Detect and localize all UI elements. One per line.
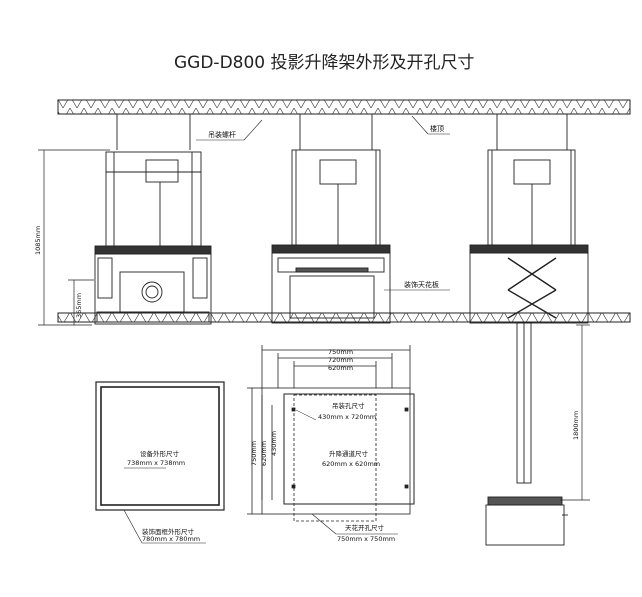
hanging-rod-label: 吊装螺杆 — [208, 130, 236, 139]
hang-hole-title: 吊装孔尺寸 — [332, 401, 365, 410]
ceiling-hole-title: 天花开孔尺寸 — [345, 523, 385, 532]
width-750-label: 750mm — [328, 348, 353, 356]
ceiling-hole-size: 750mm x 750mm — [337, 535, 395, 543]
lifter-unit-collapsed — [94, 114, 212, 325]
lifter-unit-middle — [271, 114, 391, 324]
lifter-unit-extended — [469, 114, 589, 546]
lift-height-label: 1800mm — [572, 411, 580, 440]
frame-title: 装饰面框外形尺寸 — [142, 527, 195, 536]
roof-beam — [57, 99, 631, 115]
device-outer-title: 设备外形尺寸 — [140, 449, 180, 458]
lift-dimension — [560, 324, 590, 501]
height-620-label: 620mm — [260, 441, 268, 466]
lift-channel-title: 升降通道尺寸 — [329, 449, 369, 458]
height-lower-label: 365mm — [75, 293, 83, 318]
opening-drawing — [247, 345, 415, 522]
width-720-label: 720mm — [328, 356, 353, 364]
frame-size: 780mm x 780mm — [142, 535, 200, 543]
device-outline — [95, 381, 225, 511]
roof-label: 楼顶 — [430, 124, 444, 133]
ceiling-board — [57, 312, 631, 323]
diagram-title: GGD-D800 投影升降架外形及开孔尺寸 — [174, 53, 475, 73]
height-750-label: 750mm — [250, 441, 258, 466]
device-outer-size: 738mm x 738mm — [127, 459, 185, 467]
hang-hole-size: 430mm x 720mm — [318, 413, 376, 421]
height-430-label: 430mm — [270, 431, 278, 456]
height-total-label: 1085mm — [34, 226, 42, 255]
height-dimension — [38, 149, 110, 326]
width-620-label: 620mm — [328, 364, 353, 372]
lift-channel-size: 620mm x 620mm — [322, 460, 380, 468]
decor-ceiling-label: 装饰天花板 — [404, 280, 439, 289]
